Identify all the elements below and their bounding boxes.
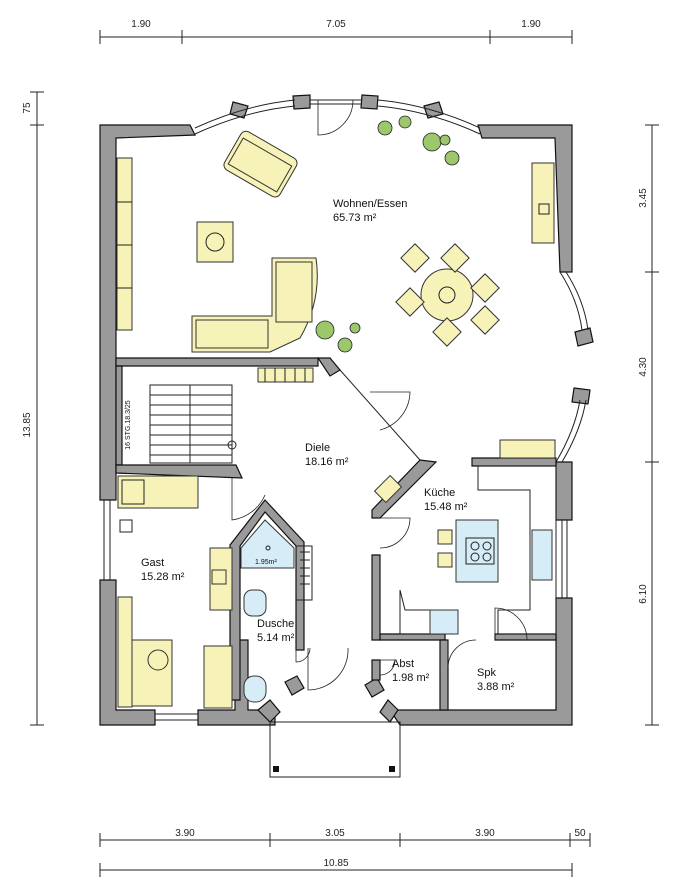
room-dusche-name: Dusche: [257, 618, 294, 630]
dimension-top: 1.90 7.05 1.90: [99, 19, 573, 44]
room-dusche-area: 5.14 m²: [257, 632, 295, 644]
exterior-walls: [99, 94, 594, 726]
dim-left-top: 75: [22, 102, 33, 114]
interior-walls: [115, 357, 557, 711]
room-spk-area: 3.88 m²: [477, 681, 515, 693]
dimension-bottom: 3.90 3.05 3.90 50 10.85: [99, 828, 591, 877]
dimension-right: 3.45 4.30 6.10: [638, 124, 659, 726]
dim-left-main: 13.85: [22, 412, 33, 437]
entrance-canopy: [269, 721, 401, 778]
kitchen-furniture: [373, 465, 557, 635]
dim-bottom-left: 3.90: [175, 828, 195, 839]
dim-right-middle: 4.30: [638, 357, 649, 377]
dim-bottom-total: 10.85: [323, 858, 348, 869]
dimension-left: 75 13.85: [22, 91, 44, 726]
bay-windows: [194, 99, 589, 463]
dim-bottom-end: 50: [574, 828, 586, 839]
hall-cabinet: [499, 439, 556, 459]
room-kueche-area: 15.48 m²: [424, 501, 468, 513]
stairs-label: 16 STG.18.3/25: [125, 400, 132, 450]
room-gast-area: 15.28 m²: [141, 571, 185, 583]
dim-right-top: 3.45: [638, 188, 649, 208]
room-gast-name: Gast: [141, 557, 164, 569]
dim-bottom-middle: 3.05: [325, 828, 345, 839]
living-furniture: [116, 115, 555, 353]
room-labels: Wohnen/Essen 65.73 m² Diele 18.16 m² Küc…: [141, 198, 515, 693]
room-abst-area: 1.98 m²: [392, 672, 430, 684]
room-diele-name: Diele: [305, 442, 330, 454]
dim-right-bottom: 6.10: [638, 584, 649, 604]
dim-bottom-right: 3.90: [475, 828, 495, 839]
room-wohnen-name: Wohnen/Essen: [333, 198, 407, 210]
doors: [231, 99, 528, 691]
room-spk-name: Spk: [477, 667, 496, 679]
staircase: 16 STG.18.3/25: [125, 367, 314, 464]
shower-fixtures: [240, 519, 313, 703]
dim-top-right: 1.90: [521, 19, 541, 30]
left-window: [103, 500, 568, 721]
dim-top-middle: 7.05: [326, 19, 346, 30]
small-area-label: 1.95m²: [255, 559, 277, 566]
room-kueche-name: Küche: [424, 487, 455, 499]
room-diele-area: 18.16 m²: [305, 456, 349, 468]
dim-top-left: 1.90: [131, 19, 151, 30]
room-abst-name: Abst: [392, 658, 414, 670]
room-wohnen-area: 65.73 m²: [333, 212, 377, 224]
guest-furniture: [117, 475, 233, 709]
